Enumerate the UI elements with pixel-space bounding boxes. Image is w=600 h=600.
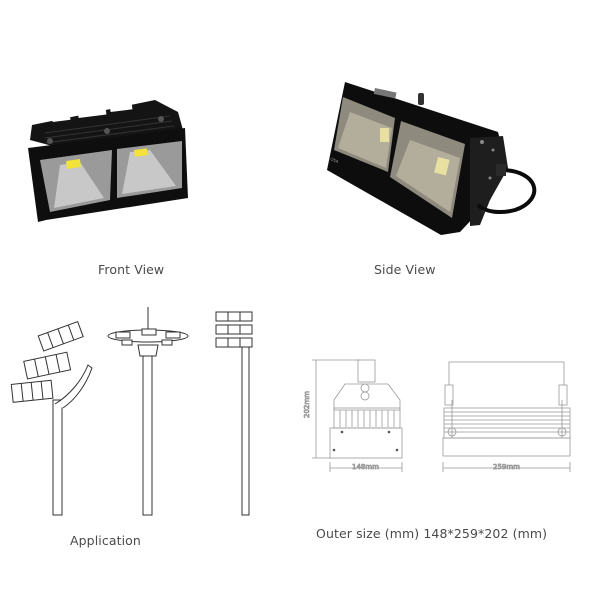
curved-bracket-pole-mount bbox=[10, 320, 84, 403]
svg-text:202mm: 202mm bbox=[303, 391, 311, 418]
side-view-caption: Side View bbox=[374, 262, 436, 277]
application-caption: Application bbox=[70, 533, 141, 548]
cross-arm-pole-mount bbox=[215, 311, 253, 516]
high-mast-ring-mount bbox=[107, 307, 189, 516]
svg-text:OSA: OSA bbox=[330, 156, 340, 164]
outer-size-caption: Outer size (mm) 148*259*202 (mm) bbox=[316, 526, 548, 541]
front-view-caption: Front View bbox=[98, 262, 165, 277]
svg-text:259mm: 259mm bbox=[493, 463, 520, 471]
svg-text:148mm: 148mm bbox=[352, 463, 379, 471]
